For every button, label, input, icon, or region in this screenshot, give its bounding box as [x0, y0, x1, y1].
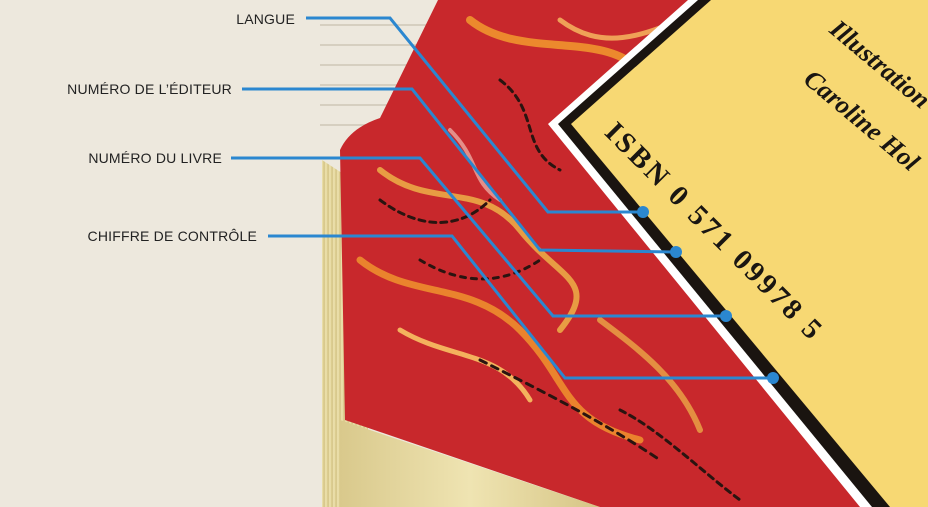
- label-numero-editeur: NUMÉRO DE L’ÉDITEUR: [67, 81, 232, 97]
- pointer-dot-livre: [720, 310, 732, 322]
- pointer-dot-controle: [767, 372, 779, 384]
- pointer-dot-langue: [637, 206, 649, 218]
- label-chiffre-controle: CHIFFRE DE CONTRÔLE: [88, 228, 257, 244]
- label-numero-livre: NUMÉRO DU LIVRE: [88, 150, 222, 166]
- label-langue: LANGUE: [236, 11, 295, 27]
- pointer-dot-editeur: [670, 246, 682, 258]
